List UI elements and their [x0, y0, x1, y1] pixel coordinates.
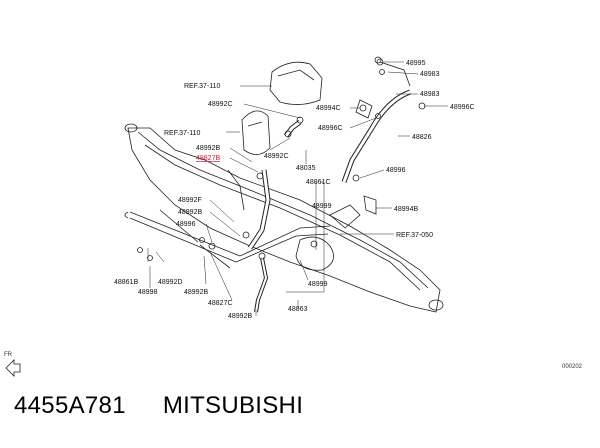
label-48992b-d: 48992B	[228, 313, 252, 320]
clamps	[137, 56, 426, 261]
leader-lines	[147, 61, 448, 316]
label-ref-37-110-b: REF.37-110	[164, 130, 201, 137]
label-48861b: 48861B	[114, 279, 138, 286]
label-48992b-b: 48992B	[178, 209, 202, 216]
label-48999-b: 48999	[308, 281, 328, 288]
label-48827b: 48827B	[196, 155, 220, 162]
label-48992d: 48992D	[158, 279, 183, 286]
label-48994c: 48994C	[316, 105, 341, 112]
steering-rack	[124, 123, 444, 313]
hose-reservoir	[284, 120, 302, 138]
part-number: 4455A781	[14, 392, 126, 419]
label-48983-b: 48983	[420, 91, 440, 98]
front-arrow-icon	[5, 359, 21, 377]
label-48996: 48996	[386, 167, 406, 174]
label-48996c-top: 48996C	[450, 104, 475, 111]
label-48826: 48826	[412, 134, 432, 141]
label-ref-37-050: REF.37-050	[396, 232, 433, 239]
label-48992f: 48992F	[178, 197, 202, 204]
label-48996-b: 48996	[176, 221, 196, 228]
brand-name: MITSUBISHI	[162, 392, 304, 419]
label-48992b-a: 48992B	[196, 145, 220, 152]
reservoir-lower	[241, 110, 271, 155]
label-48983-a: 48983	[420, 71, 440, 78]
hose-48826	[341, 58, 411, 183]
callout-labels: 48995 48983 48983 48994C 48996C 48996C 4…	[4, 60, 583, 370]
label-48992b-c: 48992B	[184, 289, 208, 296]
hose-48827b	[247, 169, 271, 250]
diagram-code: 000202	[562, 364, 583, 370]
label-48994b: 48994B	[394, 206, 418, 213]
label-48995: 48995	[406, 60, 426, 67]
label-48998: 48998	[138, 289, 158, 296]
label-48996c-mid: 48996C	[318, 125, 343, 132]
label-48999-a: 48999	[312, 203, 332, 210]
label-48827c: 48827C	[208, 300, 233, 307]
cooler-pipes	[124, 169, 331, 313]
label-48861c: 48861C	[306, 179, 331, 186]
label-ref-37-110-a: REF.37-110	[184, 83, 221, 90]
reservoir-upper	[269, 61, 323, 105]
label-48992c-a: 48992C	[208, 101, 233, 108]
label-48863: 48863	[288, 306, 308, 313]
label-48992c-b: 48992C	[264, 153, 289, 160]
footer: 4455A781 MITSUBISHI	[14, 392, 303, 420]
label-fr: FR	[4, 352, 13, 358]
label-48035: 48035	[296, 165, 316, 172]
